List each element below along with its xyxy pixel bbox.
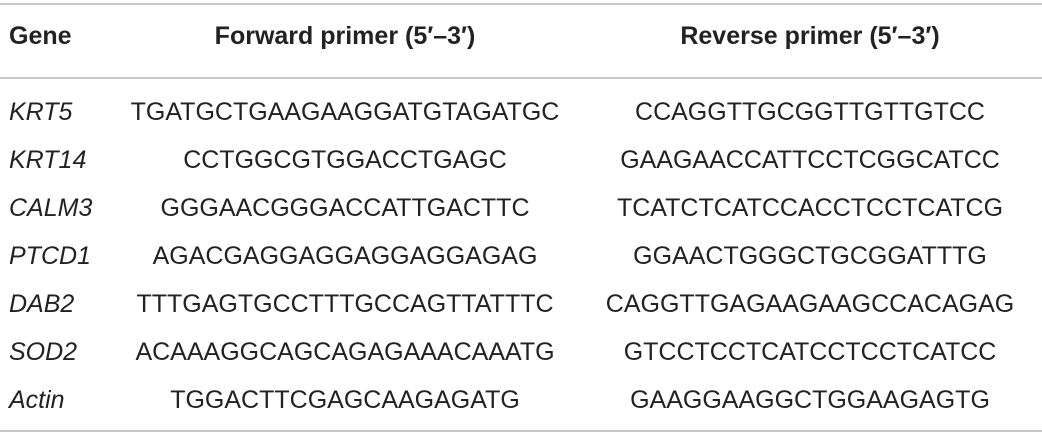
gene-cell: KRT5: [9, 98, 73, 126]
header-forward-primer-label: Forward primer (5′–3′): [214, 22, 476, 50]
forward-primer-text: ACAAAGGCAGCAGAGAAACAAATG: [135, 338, 555, 366]
header-reverse-primer-label: Reverse primer (5′–3′): [680, 22, 940, 50]
table-row: SOD2 ACAAAGGCAGCAGAGAAACAAATG GTCCTCCTCA…: [0, 328, 1042, 376]
gene-cell: KRT14: [9, 146, 87, 174]
gene-cell: CALM3: [9, 194, 93, 222]
reverse-primer-text: GTCCTCCTCATCCTCCTCATCC: [623, 338, 997, 366]
forward-primer-text: CCTGGCGTGGACCTGAGC: [183, 146, 507, 174]
reverse-primer-text: TCATCTCATCCACCTCCTCATCG: [616, 194, 1004, 222]
header-gene: Gene: [9, 22, 72, 50]
table-row: CALM3 GGGAACGGGACCATTGACTTC TCATCTCATCCA…: [0, 184, 1042, 232]
header-rule: [0, 77, 1042, 79]
reverse-primer-text: GAAGAACCATTCCTCGGCATCC: [620, 146, 1000, 174]
forward-primer-text: TGATGCTGAAGAAGGATGTAGATGC: [130, 98, 560, 126]
reverse-primer-text: CCAGGTTGCGGTTGTTGTCC: [635, 98, 985, 126]
reverse-primer-text: CAGGTTGAGAAGAAGCCACAGAG: [605, 290, 1015, 318]
gene-cell: DAB2: [9, 290, 75, 318]
table-bottom-rule: [0, 430, 1042, 432]
reverse-primer-text: GAAGGAAGGCTGGAAGAGTG: [630, 386, 990, 414]
forward-primer-text: TGGACTTCGAGCAAGAGATG: [170, 386, 520, 414]
gene-cell: Actin: [9, 386, 65, 414]
table-row: KRT14 CCTGGCGTGGACCTGAGC GAAGAACCATTCCTC…: [0, 136, 1042, 184]
forward-primer-text: TTTGAGTGCCTTTGCCAGTTATTTC: [136, 290, 554, 318]
table-row: PTCD1 AGACGAGGAGGAGGAGGAGAG GGAACTGGGCTG…: [0, 232, 1042, 280]
gene-cell: PTCD1: [9, 242, 91, 270]
table-top-rule: [0, 3, 1042, 5]
reverse-primer-text: GGAACTGGGCTGCGGATTTG: [633, 242, 987, 270]
forward-primer-text: GGGAACGGGACCATTGACTTC: [160, 194, 530, 222]
table-row: KRT5 TGATGCTGAAGAAGGATGTAGATGC CCAGGTTGC…: [0, 88, 1042, 136]
table-row: DAB2 TTTGAGTGCCTTTGCCAGTTATTTC CAGGTTGAG…: [0, 280, 1042, 328]
gene-cell: SOD2: [9, 338, 78, 366]
table-row: Actin TGGACTTCGAGCAAGAGATG GAAGGAAGGCTGG…: [0, 376, 1042, 424]
forward-primer-text: AGACGAGGAGGAGGAGGAGAG: [152, 242, 538, 270]
